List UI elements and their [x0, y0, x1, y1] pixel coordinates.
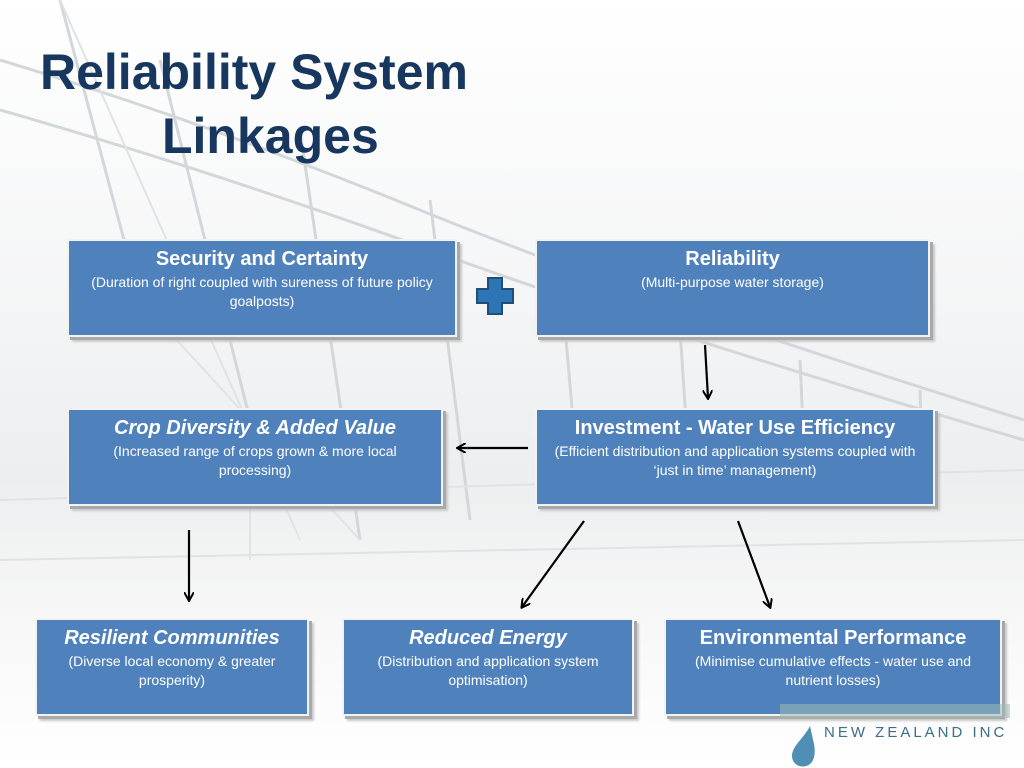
- reduced-energy-box: Reduced Energy (Distribution and applica…: [342, 618, 634, 716]
- box-description: (Increased range of crops grown & more l…: [113, 443, 397, 478]
- water-drop-icon: [792, 726, 815, 767]
- arrow-investment-to-environment: [736, 520, 770, 607]
- slide-title: Reliability System Linkages: [40, 40, 540, 168]
- security-certainty-box: Security and Certainty (Duration of righ…: [67, 239, 457, 337]
- box-heading: Reliability: [685, 248, 780, 270]
- box-heading: Investment - Water Use Efficiency: [574, 417, 896, 439]
- box-description: (Distribution and application system opt…: [377, 653, 599, 688]
- logo-text: NEW ZEALAND INC: [824, 724, 1008, 741]
- box-heading: Resilient Communities: [64, 627, 280, 649]
- arrow-reliability-to-investment: [705, 344, 708, 398]
- environmental-performance-box: Environmental Performance (Minimise cumu…: [664, 618, 1002, 716]
- box-description: (Minimise cumulative effects - water use…: [695, 653, 971, 688]
- investment-efficiency-box: Investment - Water Use Efficiency (Effic…: [535, 408, 935, 506]
- plus-icon: [476, 277, 514, 315]
- arrow-investment-to-energy: [522, 520, 585, 607]
- box-description: (Efficient distribution and application …: [554, 443, 916, 478]
- box-heading: Security and Certainty: [155, 248, 369, 270]
- reliability-box: Reliability (Multi-purpose water storage…: [535, 239, 930, 337]
- box-heading: Crop Diversity & Added Value: [114, 417, 396, 439]
- box-description: (Duration of right coupled with sureness…: [91, 274, 433, 309]
- box-description: (Multi-purpose water storage): [641, 274, 824, 290]
- box-description: (Diverse local economy & greater prosper…: [68, 653, 276, 688]
- irrigation-nz-logo: [780, 704, 1010, 767]
- box-heading: Reduced Energy: [409, 627, 567, 649]
- title-line-2: Linkages: [162, 108, 379, 164]
- box-heading: Environmental Performance: [699, 627, 967, 649]
- resilient-communities-box: Resilient Communities (Diverse local eco…: [35, 618, 309, 716]
- title-line-1: Reliability System: [40, 44, 468, 100]
- crop-diversity-box: Crop Diversity & Added Value (Increased …: [67, 408, 443, 506]
